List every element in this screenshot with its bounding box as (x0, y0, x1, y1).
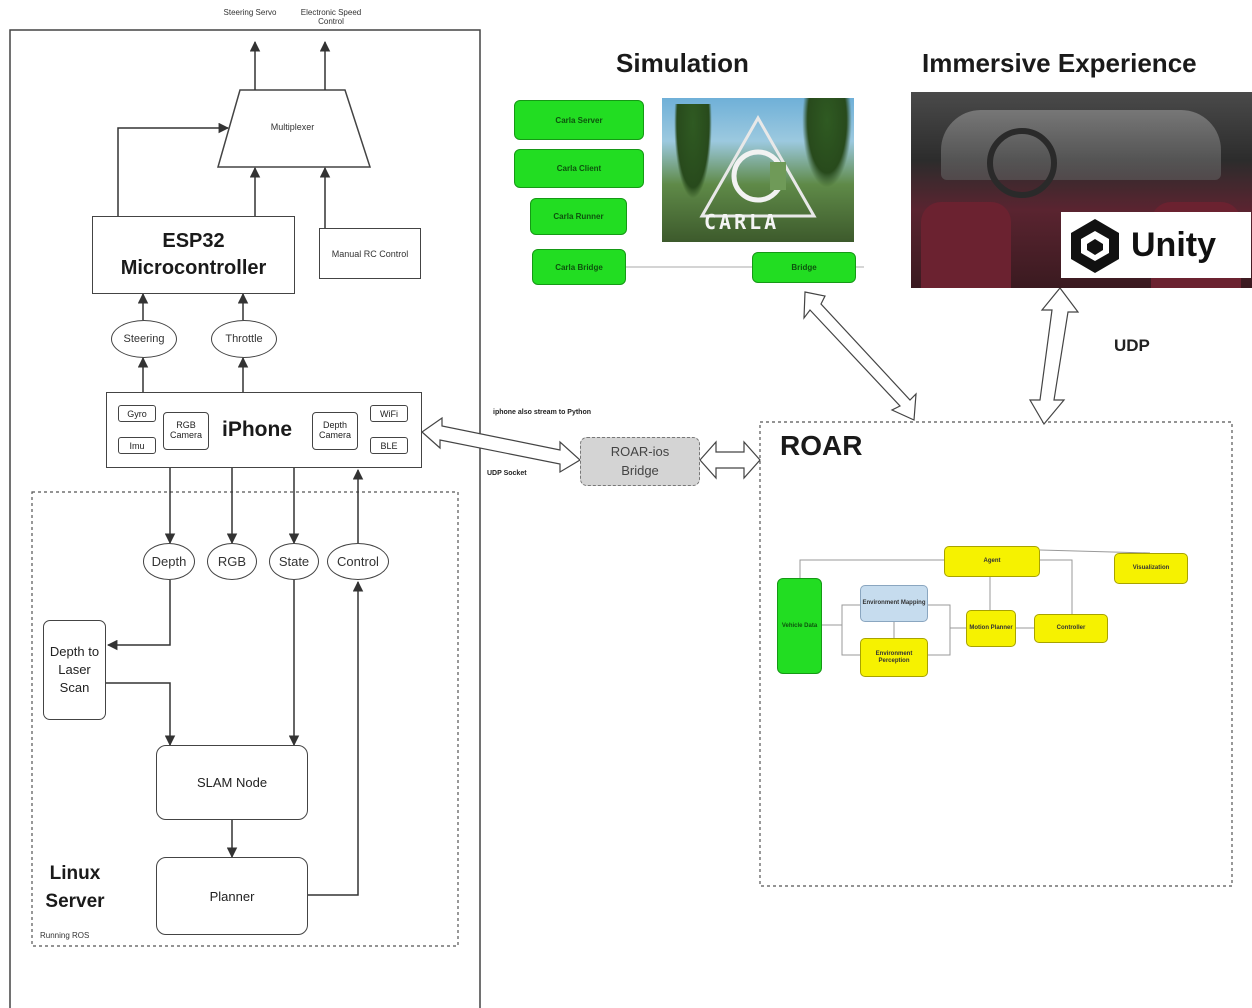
motion-planner-box: Motion Planner (966, 610, 1016, 647)
esp32-subtitle: Microcontroller (120, 257, 267, 279)
agent-box: Agent (944, 546, 1040, 577)
esp32-title: ESP32 (162, 230, 225, 252)
linux-server-label-line1: Linux (49, 863, 101, 884)
ble-module: BLE (370, 437, 408, 454)
immersive-title: Immersive Experience (922, 48, 1197, 78)
multiplexer-label: Multiplexer (270, 122, 315, 132)
unity-logo-panel: Unity (1061, 212, 1251, 278)
roar-title: ROAR (780, 430, 863, 461)
carla-runner-box: Carla Runner (530, 198, 627, 235)
carla-logo-text: CARLA (704, 210, 780, 234)
steering-signal: Steering (111, 320, 177, 358)
slam-node: SLAM Node (156, 745, 308, 820)
running-ros-label: Running ROS (40, 931, 90, 940)
rgb-camera-sensor: RGB Camera (163, 412, 209, 450)
carla-server-box: Carla Server (514, 100, 644, 140)
wifi-module: WiFi (370, 405, 408, 422)
depth-topic: Depth (143, 543, 195, 580)
gyro-sensor: Gyro (118, 405, 156, 422)
windshield-shape (941, 110, 1221, 180)
roar-region (759, 421, 1233, 887)
simulation-roar-link (803, 291, 917, 421)
carla-logo-icon (699, 114, 817, 218)
unity-roar-link (1028, 287, 1080, 426)
control-topic: Control (327, 543, 389, 580)
unity-logo-text: Unity (1131, 225, 1216, 264)
esp32-box: ESP32 Microcontroller (92, 216, 295, 294)
environment-mapping-box: Environment Mapping (860, 585, 928, 622)
carla-bridge-box: Carla Bridge (532, 249, 626, 285)
vehicle-data-box: Vehicle Data (777, 578, 822, 674)
roar-ios-bridge-line2: Bridge (621, 462, 659, 478)
visualization-box: Visualization (1114, 553, 1188, 584)
seat-shape (921, 202, 1011, 288)
roar-ios-bridge: ROAR-ios Bridge (580, 437, 700, 486)
roar-ios-bridge-line1: ROAR-ios (610, 443, 670, 459)
steering-wheel-icon (987, 128, 1057, 198)
controller-box: Controller (1034, 614, 1108, 643)
manual-rc-box: Manual RC Control (319, 228, 421, 279)
simulation-bridge-box: Bridge (752, 252, 856, 283)
palm-tree-icon (802, 98, 852, 188)
linux-server-label-line2: Server (45, 890, 105, 912)
rgb-topic: RGB (207, 543, 257, 580)
planner-node: Planner (156, 857, 308, 935)
carla-screenshot-image: CARLA (662, 98, 854, 242)
multiplexer-shape (217, 89, 372, 168)
simulation-title: Simulation (616, 48, 749, 78)
carla-client-box: Carla Client (514, 149, 644, 188)
vehicle-frame (9, 29, 481, 1008)
iphone-box (106, 392, 422, 468)
throttle-signal: Throttle (211, 320, 277, 358)
imu-sensor: Imu (118, 437, 156, 454)
palm-tree-icon (674, 104, 712, 199)
bridge-roar-link (699, 440, 761, 480)
iphone-title: iPhone (222, 418, 293, 441)
environment-perception-box: Environment Perception (860, 638, 928, 677)
depth-camera-sensor: Depth Camera (312, 412, 358, 450)
unity-cockpit-image: Unity (911, 92, 1252, 288)
iphone-bridge-link (421, 416, 582, 474)
unity-cube-icon (1071, 219, 1119, 273)
udp-label: UDP (1114, 336, 1150, 355)
esc-label: Electronic Speed Control (300, 8, 362, 26)
steering-servo-label: Steering Servo (223, 8, 277, 17)
state-topic: State (269, 543, 319, 580)
iphone-stream-label: iphone also stream to Python (493, 409, 592, 416)
linux-server-label: Linux Server (40, 860, 110, 915)
udp-socket-label: UDP Socket (487, 470, 527, 477)
linux-server-region (31, 491, 459, 947)
depth-to-laser-scan-node: Depth to Laser Scan (43, 620, 106, 720)
